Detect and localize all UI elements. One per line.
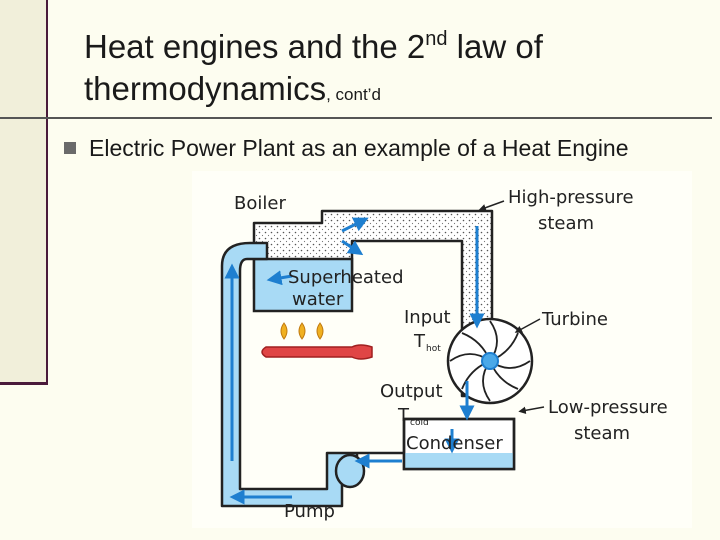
bullet-text: Electric Power Plant as an example of a …	[89, 135, 629, 161]
condenser-label: Condenser	[406, 433, 503, 454]
slide-title: Heat engines and the 2nd law of thermody…	[84, 26, 704, 116]
t-cold-symbol: T	[397, 405, 410, 426]
pump-housing	[334, 453, 366, 489]
turbine-label: Turbine	[541, 309, 608, 330]
superheated-label: Superheated	[288, 267, 404, 288]
output-label: Output	[380, 381, 443, 402]
title-superscript: nd	[425, 28, 448, 50]
low-pressure-label: Low-pressure	[548, 397, 668, 418]
burner	[261, 322, 373, 360]
t-hot-subscript: hot	[426, 344, 441, 354]
turbine-hub	[481, 352, 499, 370]
turbine	[446, 317, 534, 405]
title-text-2: law of	[447, 28, 543, 65]
water-label: water	[292, 289, 344, 310]
slide-side-band	[0, 0, 48, 384]
t-cold-subscript: cold	[410, 418, 429, 428]
boiler-label: Boiler	[234, 193, 286, 214]
title-divider	[0, 117, 712, 119]
flame-icon	[316, 322, 324, 340]
power-plant-diagram: Boiler High-pressure steam Superheated w…	[192, 171, 692, 528]
flow-arrows	[224, 217, 485, 505]
low-pressure-steam-label: steam	[574, 423, 630, 444]
side-band-accent	[0, 382, 48, 385]
label-pointers	[478, 200, 545, 415]
high-pressure-label: High-pressure	[508, 187, 634, 208]
water-return-pipe	[220, 241, 404, 508]
bullet-square-icon	[64, 142, 76, 154]
flame-icon	[280, 322, 288, 340]
input-label: Input	[404, 307, 451, 328]
title-text-1: Heat engines and the 2	[84, 28, 426, 65]
title-line-2: thermodynamics	[84, 70, 327, 107]
high-pressure-steam-label: steam	[538, 213, 594, 234]
pump-label: Pump	[284, 501, 335, 522]
flame-icon	[298, 322, 306, 340]
t-hot-symbol: T	[413, 331, 426, 352]
title-subscript: , cont’d	[326, 85, 381, 104]
